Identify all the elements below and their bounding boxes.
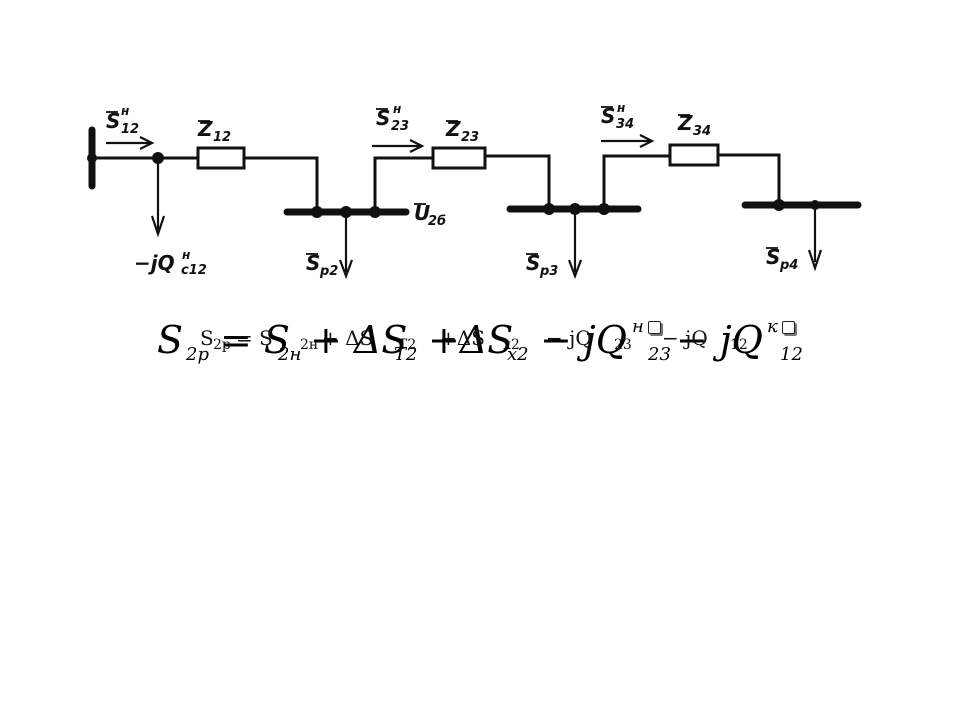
svg-text:р3: р3 — [539, 264, 558, 279]
svg-text:U: U — [414, 201, 430, 225]
label-u2: U 2б — [414, 201, 446, 229]
label-sp3: S р3 — [526, 251, 558, 279]
svg-text:н: н — [182, 248, 190, 262]
svg-text:р4: р4 — [779, 258, 798, 273]
bus-3-node-a — [543, 203, 555, 215]
label-s23: S 23 н — [376, 102, 409, 134]
svg-text:S: S — [526, 251, 540, 275]
label-z23: Z 23 — [445, 117, 479, 145]
label-z12: Z 12 — [197, 117, 231, 145]
svg-text:р2: р2 — [319, 264, 338, 279]
svg-text:S: S — [106, 109, 120, 133]
label-sp4: S р4 — [766, 245, 798, 273]
svg-text:S: S — [766, 245, 780, 269]
svg-text:S: S — [601, 104, 615, 128]
svg-text:c12: c12 — [181, 263, 207, 278]
bus-2-node-a — [311, 206, 323, 218]
svg-text:23: 23 — [391, 119, 409, 134]
svg-text:н: н — [393, 102, 401, 116]
svg-text:н: н — [617, 101, 625, 115]
load-4-arrow-head — [807, 249, 823, 272]
line-34-wire-right — [718, 153, 781, 205]
svg-text:Z: Z — [677, 111, 693, 135]
label-qc12: −jQ c12 н — [134, 248, 207, 278]
svg-text:н: н — [121, 104, 129, 118]
line-23-wire-left — [373, 156, 433, 212]
flow-arrow-12 — [106, 136, 155, 150]
svg-text:12: 12 — [121, 122, 139, 137]
svg-text:2б: 2б — [428, 214, 446, 229]
svg-text:Z: Z — [197, 117, 213, 141]
line-12-wire-right — [244, 156, 319, 212]
svg-text:23: 23 — [461, 130, 479, 145]
svg-text:S: S — [376, 106, 390, 130]
label-s34: S 34 н — [601, 101, 634, 132]
flow-arrow-34 — [601, 134, 655, 148]
impedance-z34 — [668, 143, 720, 167]
label-s12: S 12 н — [106, 104, 139, 137]
load-2-arrow-head — [338, 259, 354, 280]
impedance-z23 — [431, 146, 487, 170]
svg-text:−jQ: −jQ — [134, 251, 175, 275]
line-34-wire-left — [602, 154, 670, 209]
line-23-wire-right — [485, 154, 551, 209]
impedance-z12 — [196, 146, 246, 170]
svg-text:34: 34 — [616, 117, 634, 132]
svg-text:Z: Z — [445, 117, 461, 141]
svg-text:12: 12 — [213, 130, 231, 145]
flow-arrow-23 — [372, 139, 425, 153]
label-sp2: S р2 — [306, 251, 338, 279]
svg-text:S: S — [306, 251, 320, 275]
label-z34: Z 34 — [677, 111, 711, 139]
charging-arrow-head — [150, 215, 166, 238]
svg-text:34: 34 — [693, 124, 711, 139]
bus-4-node-a — [773, 199, 785, 211]
load-3-arrow-head — [567, 259, 583, 280]
